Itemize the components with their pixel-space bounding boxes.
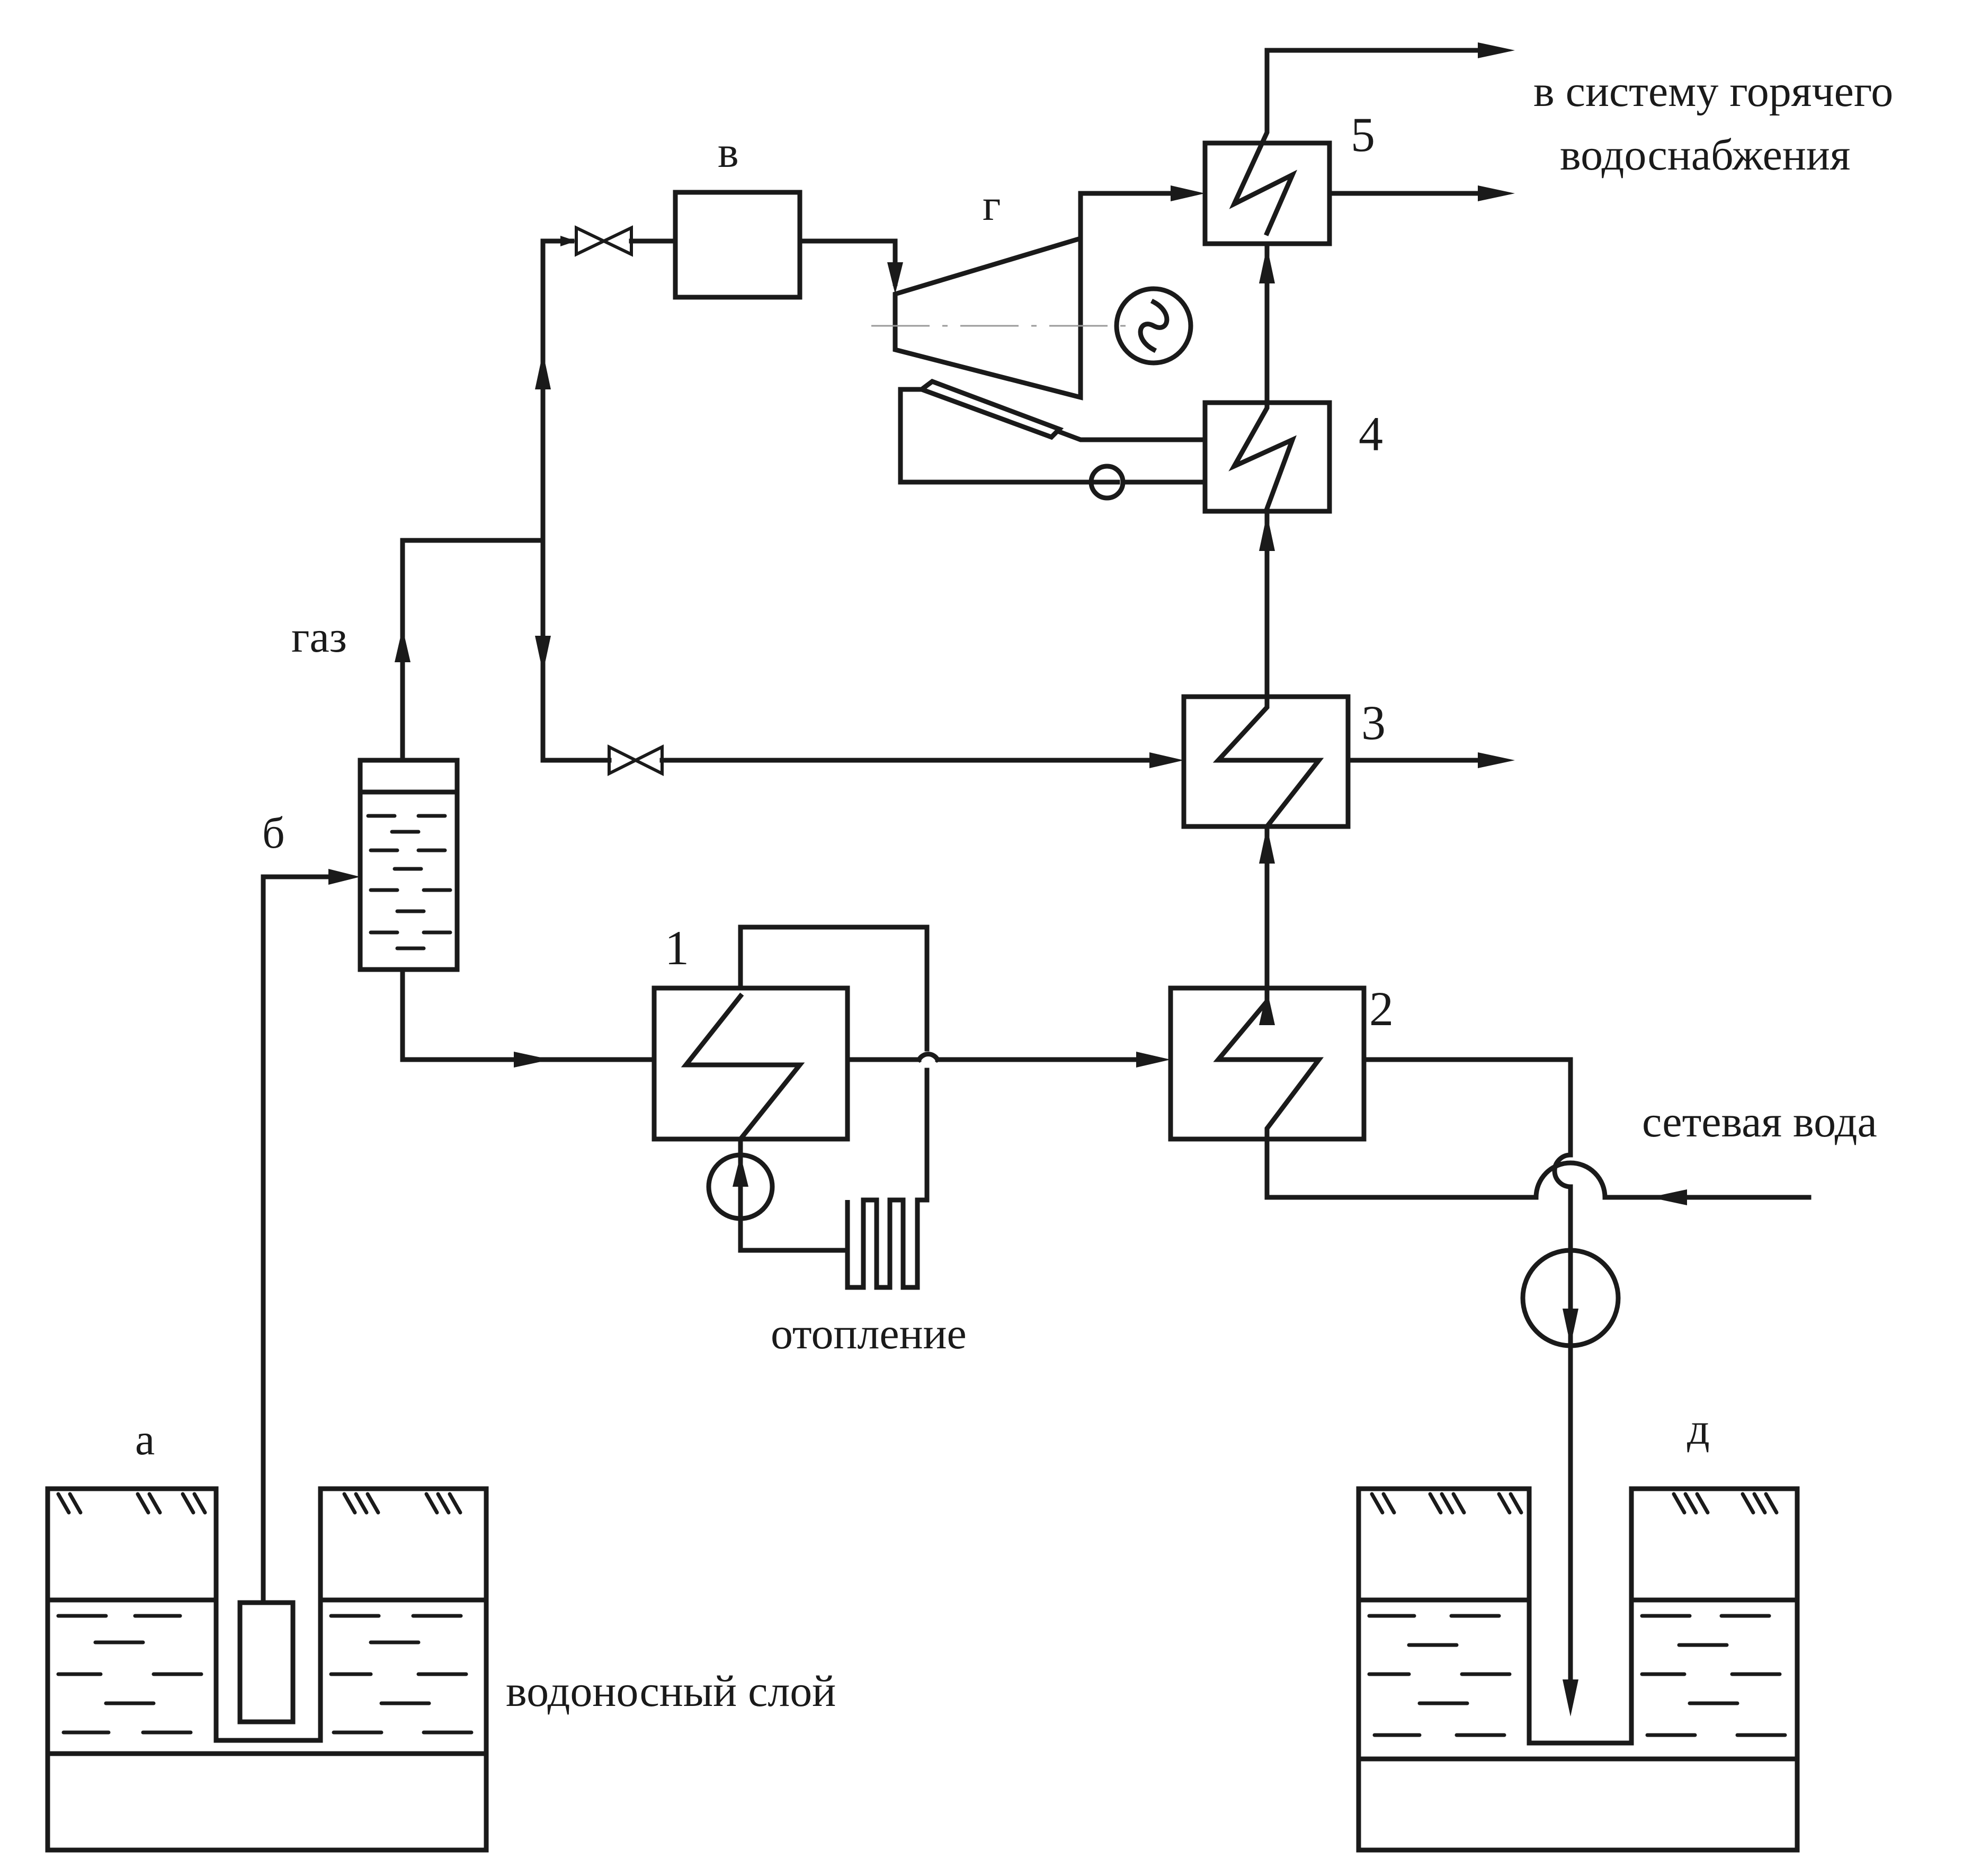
label-turbine-g: г xyxy=(983,181,1001,230)
label-chamber-v: в xyxy=(718,128,739,177)
arrow-hx2-to-hx3 xyxy=(1259,826,1275,864)
label-separator-b: б xyxy=(262,808,285,858)
arrow-hot-water-1 xyxy=(1478,42,1515,58)
valve-upper[interactable] xyxy=(575,225,633,257)
arrow-brine-to-hx1 xyxy=(514,1052,551,1068)
label-hx2: 2 xyxy=(1369,982,1394,1036)
aquifer-water-right xyxy=(1367,1614,1787,1737)
pipe-well-to-separator xyxy=(261,874,344,1605)
submersible-pump xyxy=(237,1600,296,1724)
injection-pump xyxy=(1520,1248,1621,1348)
arrow-hx4-to-hx5 xyxy=(1259,246,1275,283)
heat-exchanger-5 xyxy=(1202,95,1332,246)
label-hx1: 1 xyxy=(665,921,689,975)
label-hot-water-1: в систему горячего xyxy=(1533,67,1893,116)
label-network-water: сетевая вода xyxy=(1642,1097,1877,1146)
arrow-into-hx5 xyxy=(1171,185,1205,201)
label-well-d: д xyxy=(1687,1404,1710,1454)
label-hot-water-2: водоснабжения xyxy=(1560,130,1850,180)
arrow-into-hx2 xyxy=(1136,1052,1171,1068)
circulation-pump-hx4 xyxy=(1088,464,1126,501)
label-hx5: 5 xyxy=(1351,108,1375,162)
arrow-into-turbine xyxy=(887,262,903,294)
combustion-chamber xyxy=(673,190,802,300)
aquifer-water-left xyxy=(56,1614,474,1735)
arrow-into-separator xyxy=(328,869,360,885)
arrow-hx3-to-hx4 xyxy=(1259,514,1275,551)
pipe-gas xyxy=(400,538,546,763)
generator-icon xyxy=(1114,286,1193,366)
label-gas: газ xyxy=(291,612,347,662)
arrow-network-water-in xyxy=(1650,1189,1687,1205)
production-well xyxy=(45,1486,489,1853)
label-well-a: а xyxy=(135,1415,155,1464)
arrow-into-injection-well xyxy=(1563,1679,1578,1717)
arrow-gas-up xyxy=(395,628,411,662)
label-heating: отопление xyxy=(771,1309,967,1358)
label-aquifer: водоносный слой xyxy=(506,1667,836,1716)
label-hx4: 4 xyxy=(1359,407,1383,461)
gas-turbine xyxy=(871,235,1128,401)
heat-exchanger-4 xyxy=(1202,389,1332,514)
injection-well xyxy=(1356,1486,1800,1853)
arrow-small-upper xyxy=(560,236,576,246)
valve-lower[interactable] xyxy=(608,744,664,776)
heating-pump xyxy=(706,1152,775,1221)
arrow-hot-water-2 xyxy=(1478,185,1515,201)
arrow-hx3-out xyxy=(1478,752,1515,768)
ground-marks-left xyxy=(56,1492,462,1515)
arrow-hx2-outlet xyxy=(1259,990,1275,1025)
radiator-heating xyxy=(738,1197,930,1290)
label-hx3: 3 xyxy=(1361,696,1386,750)
arrow-into-hx3 xyxy=(1149,752,1184,768)
separator-tank xyxy=(358,758,460,972)
arrow-gas-branch-up xyxy=(535,352,551,389)
arrow-gas-branch-down xyxy=(535,636,551,673)
ground-marks-right xyxy=(1370,1492,1779,1515)
heat-exchanger-1 xyxy=(652,924,930,1158)
oil-cooler xyxy=(916,378,1064,440)
heat-exchanger-3 xyxy=(1181,686,1351,830)
